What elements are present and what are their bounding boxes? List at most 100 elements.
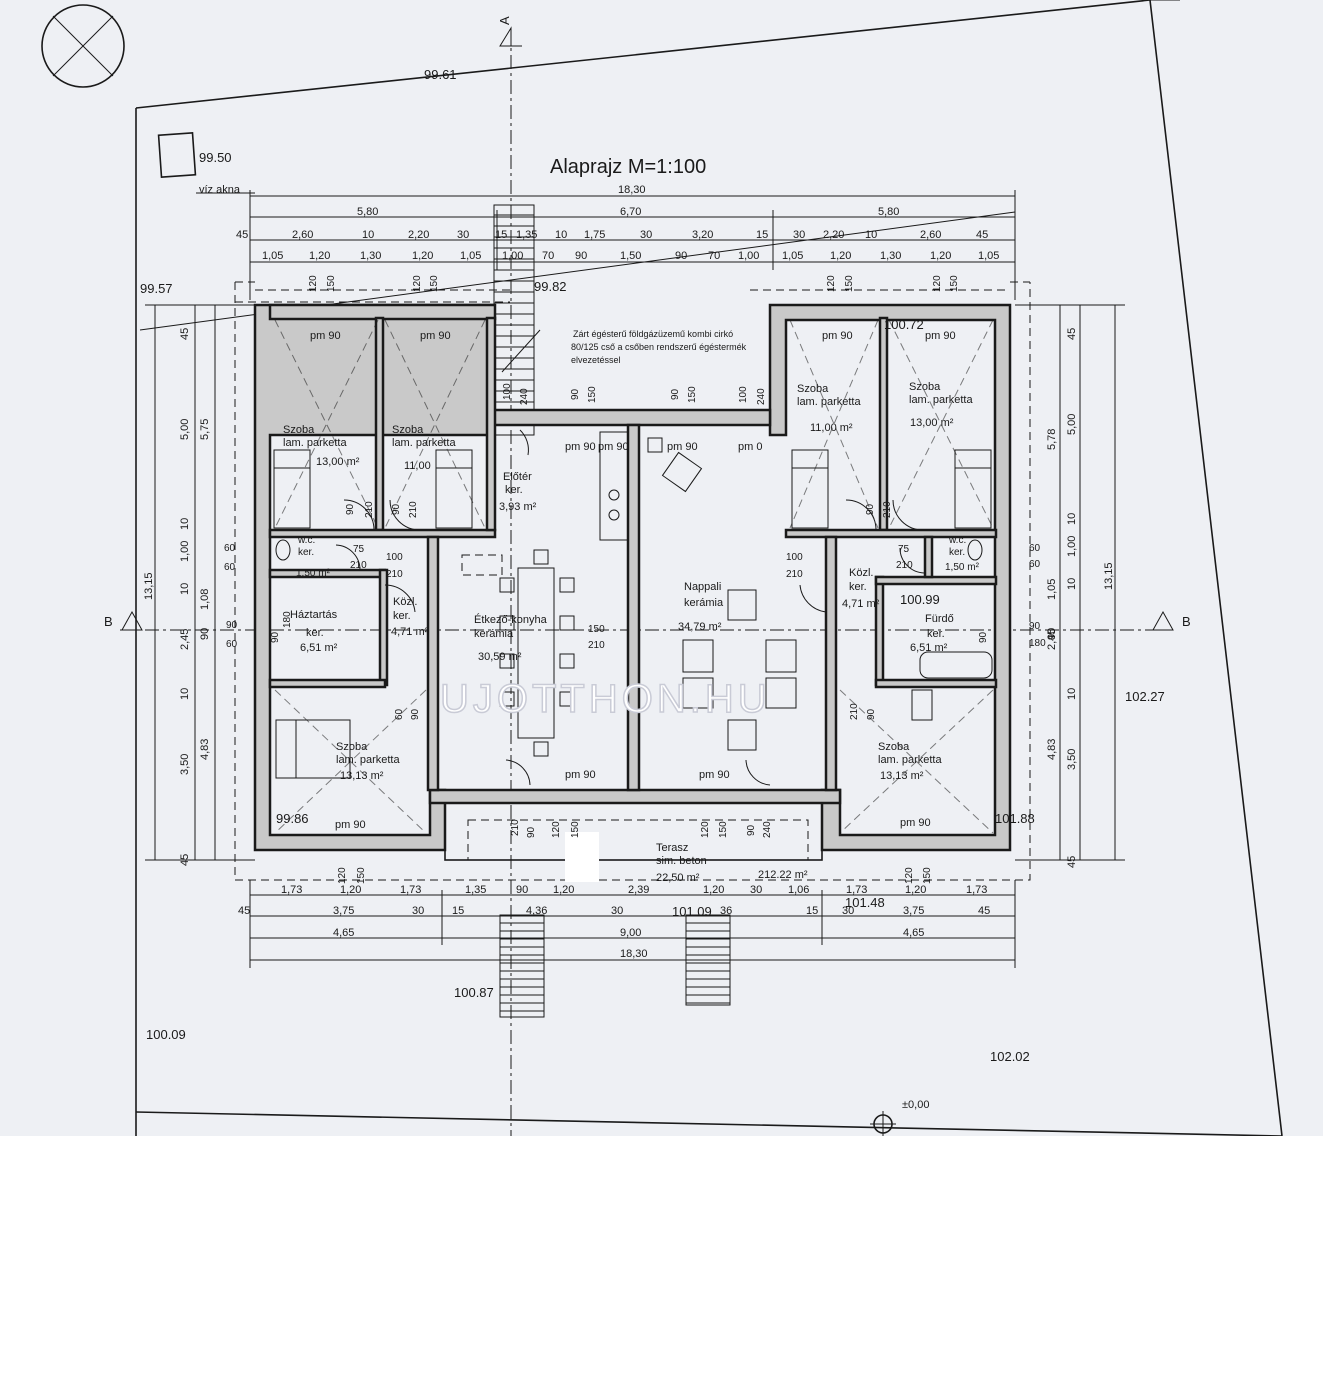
- svg-text:45: 45: [1066, 856, 1078, 868]
- svg-text:45: 45: [236, 229, 248, 241]
- svg-text:Szoba: Szoba: [392, 424, 424, 436]
- svg-text:pm 90: pm 90: [565, 769, 596, 781]
- svg-text:100: 100: [738, 386, 749, 403]
- svg-text:±0,00: ±0,00: [902, 1099, 929, 1111]
- svg-text:11,00: 11,00: [404, 460, 431, 472]
- svg-text:60: 60: [224, 543, 236, 554]
- svg-text:45: 45: [179, 854, 191, 866]
- svg-text:210: 210: [882, 501, 893, 518]
- svg-text:210: 210: [364, 501, 375, 518]
- svg-text:pm 0: pm 0: [738, 441, 762, 453]
- svg-text:13,15: 13,15: [1103, 562, 1115, 590]
- svg-text:10: 10: [865, 229, 877, 241]
- svg-text:ker.: ker.: [298, 547, 314, 558]
- svg-text:210: 210: [350, 560, 367, 571]
- svg-text:Szoba: Szoba: [283, 424, 315, 436]
- svg-text:4,65: 4,65: [903, 927, 924, 939]
- svg-text:4,83: 4,83: [1046, 739, 1058, 760]
- svg-text:4,83: 4,83: [199, 739, 211, 760]
- right-dimension-text: 13,15 5,78 1,05 2,45 4,83 45 5,00 10 1,0…: [1046, 328, 1115, 868]
- svg-text:210: 210: [386, 569, 403, 580]
- svg-text:2,20: 2,20: [823, 229, 844, 241]
- svg-text:1,20: 1,20: [412, 250, 433, 262]
- svg-text:102.27: 102.27: [1125, 689, 1165, 704]
- room-kitchen: Étkező-konyha kerámia 30,59 m²: [474, 613, 548, 663]
- svg-text:1,05: 1,05: [782, 250, 803, 262]
- svg-text:45: 45: [1066, 328, 1078, 340]
- svg-text:1,20: 1,20: [340, 884, 361, 896]
- bottom-dimension-text: 1,73 1,20 1,73 1,35 90 1,20 2,39 1,20 30…: [238, 884, 990, 960]
- south-middle-wall: [428, 788, 842, 805]
- svg-text:1,20: 1,20: [309, 250, 330, 262]
- svg-text:45: 45: [976, 229, 988, 241]
- svg-text:10: 10: [555, 229, 567, 241]
- svg-text:1,00: 1,00: [1066, 536, 1078, 557]
- svg-text:lam. parketta: lam. parketta: [336, 754, 400, 766]
- svg-text:15: 15: [452, 905, 464, 917]
- svg-text:13,00 m²: 13,00 m²: [910, 417, 954, 429]
- svg-text:15: 15: [756, 229, 768, 241]
- svg-text:90: 90: [199, 628, 211, 640]
- water-manhole-icon: [157, 132, 197, 178]
- svg-text:4,71 m²: 4,71 m²: [391, 626, 429, 638]
- svg-text:1,05: 1,05: [460, 250, 481, 262]
- room-hall-right: Közl. ker. 4,71 m²: [842, 567, 880, 610]
- svg-text:1,20: 1,20: [703, 884, 724, 896]
- svg-text:80/125 cső a csőben rendszerű: 80/125 cső a csőben rendszerű égéstermék: [571, 342, 747, 352]
- svg-text:w.c.: w.c.: [297, 535, 315, 546]
- svg-text:5,80: 5,80: [878, 206, 899, 218]
- svg-text:75: 75: [353, 544, 365, 555]
- svg-text:2,60: 2,60: [292, 229, 313, 241]
- svg-text:5,00: 5,00: [179, 419, 191, 440]
- svg-text:ker.: ker.: [849, 581, 867, 593]
- svg-text:Közl.: Közl.: [393, 596, 417, 608]
- svg-text:5,00: 5,00: [1066, 414, 1078, 435]
- svg-text:120: 120: [700, 821, 711, 838]
- svg-text:90: 90: [516, 884, 528, 896]
- svg-text:2,39: 2,39: [628, 884, 649, 896]
- svg-text:30: 30: [640, 229, 652, 241]
- svg-text:1,73: 1,73: [281, 884, 302, 896]
- svg-text:30: 30: [611, 905, 623, 917]
- svg-text:240: 240: [756, 388, 767, 405]
- svg-text:180: 180: [1029, 638, 1046, 649]
- svg-text:101.09: 101.09: [672, 904, 712, 919]
- svg-text:150: 150: [718, 821, 729, 838]
- svg-text:90: 90: [575, 250, 587, 262]
- svg-text:240: 240: [762, 821, 773, 838]
- svg-text:1,20: 1,20: [553, 884, 574, 896]
- svg-text:kerámia: kerámia: [474, 628, 514, 640]
- svg-text:90: 90: [865, 503, 876, 515]
- svg-text:9,00: 9,00: [620, 927, 641, 939]
- svg-text:1,08: 1,08: [199, 589, 211, 610]
- svg-text:10: 10: [1066, 688, 1078, 700]
- svg-text:102.02: 102.02: [990, 1049, 1030, 1064]
- section-arrow-a-icon: [499, 26, 512, 47]
- svg-text:150: 150: [429, 275, 440, 292]
- watermark: UJOTTHON.HU: [440, 677, 771, 721]
- svg-text:1,73: 1,73: [966, 884, 987, 896]
- svg-text:90: 90: [866, 708, 877, 720]
- svg-text:60: 60: [394, 708, 405, 720]
- drawing-title: Alaprajz M=1:100: [550, 156, 706, 178]
- section-mark-b-right: B: [1182, 614, 1191, 629]
- svg-text:1,05: 1,05: [978, 250, 999, 262]
- svg-text:1,73: 1,73: [400, 884, 421, 896]
- svg-text:pm 90: pm 90: [699, 769, 730, 781]
- svg-text:120: 120: [308, 275, 319, 292]
- svg-text:5,78: 5,78: [1046, 429, 1058, 450]
- svg-text:18,30: 18,30: [620, 948, 648, 960]
- svg-text:99.82: 99.82: [534, 279, 567, 294]
- svg-text:150: 150: [687, 386, 698, 403]
- scanned-sheet: A B B Alaprajz M=1:100: [0, 0, 1323, 1136]
- door-swings: [335, 429, 925, 786]
- room-nw: Szoba lam. parketta 13,00 m²: [283, 424, 360, 468]
- plot-boundary-south: [135, 1111, 1283, 1136]
- svg-text:99.86: 99.86: [276, 811, 309, 826]
- svg-text:210: 210: [408, 501, 419, 518]
- svg-text:120: 120: [904, 867, 915, 884]
- svg-text:1,05: 1,05: [262, 250, 283, 262]
- svg-text:lam. parketta: lam. parketta: [797, 396, 861, 408]
- room-bath: Fürdő ker. 6,51 m²: [910, 613, 954, 654]
- svg-text:100.72: 100.72: [884, 317, 924, 332]
